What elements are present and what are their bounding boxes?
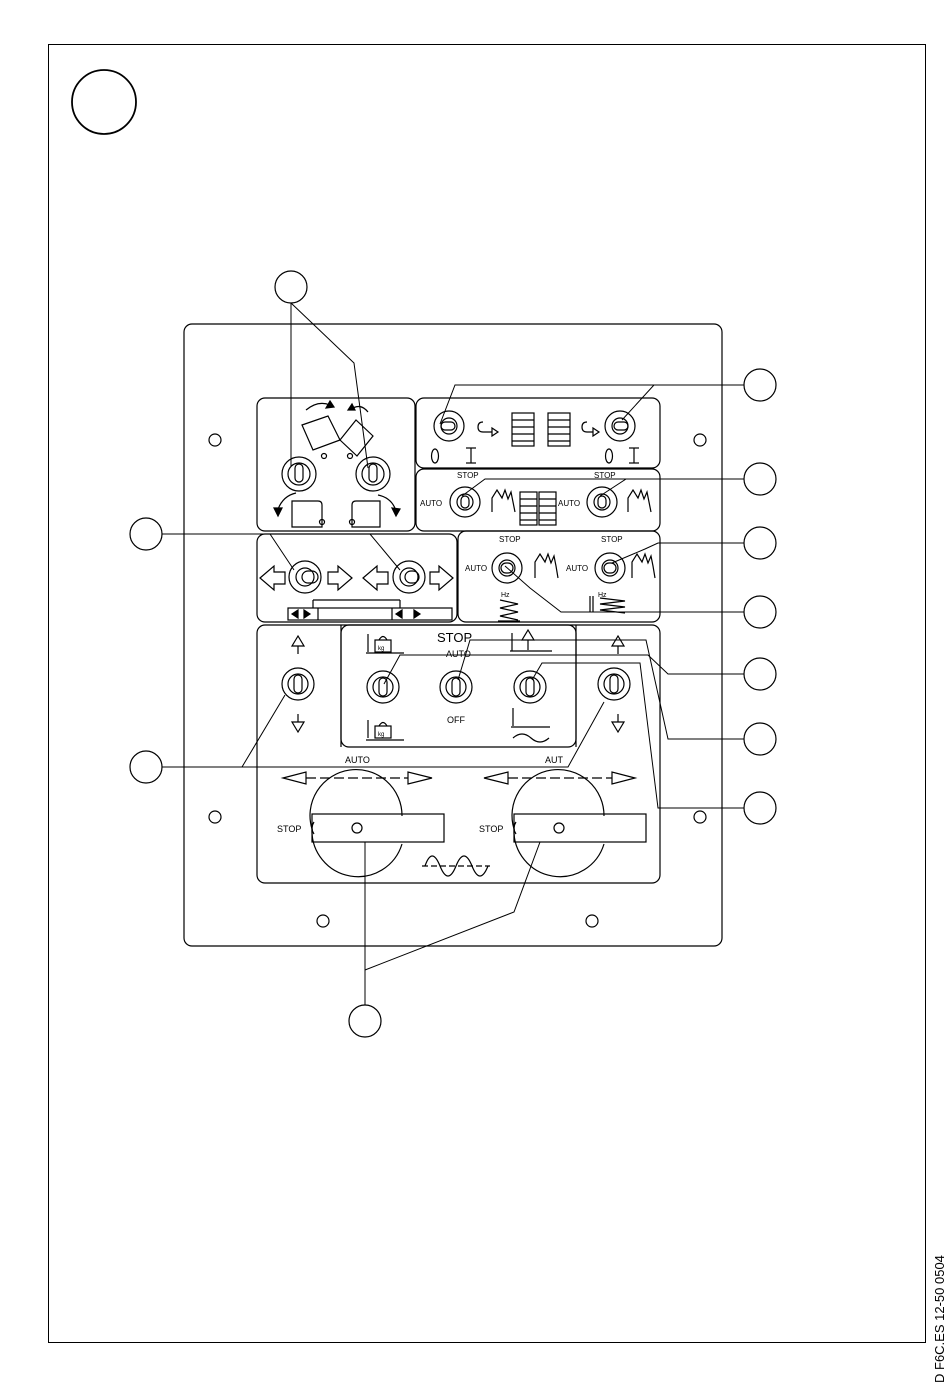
arrow-up-icon — [612, 636, 624, 654]
mount-hole — [209, 811, 221, 823]
auto-label: AUTO — [446, 649, 471, 659]
callout-bubble — [744, 723, 776, 755]
vibration-symbol — [498, 600, 520, 621]
hand-icon — [492, 490, 515, 512]
callout-bubble — [744, 596, 776, 628]
hand-icon — [535, 554, 558, 578]
arrow-left-icon — [260, 566, 285, 590]
document-reference: D F6C.ES 12-50 0504 — [932, 1255, 947, 1383]
stop-label: STOP — [277, 824, 301, 834]
stop-label: STOP — [479, 824, 503, 834]
stop-label: STOP — [437, 630, 472, 645]
hand-icon — [632, 554, 655, 578]
rotary-selector[interactable] — [512, 770, 646, 877]
stop-label: STOP — [499, 535, 521, 544]
callout-bubble — [744, 527, 776, 559]
hz-label: Hz — [598, 592, 607, 599]
zero-symbol — [432, 449, 439, 463]
toggle-switch[interactable] — [367, 671, 399, 703]
selector-switch[interactable] — [587, 487, 617, 517]
off-label: OFF — [447, 715, 465, 725]
section-lateral — [257, 534, 457, 622]
stop-label: STOP — [457, 471, 479, 480]
toggle-switch[interactable] — [598, 668, 630, 700]
arrow-right-icon — [328, 566, 352, 590]
toggle-switch[interactable] — [282, 457, 316, 491]
stop-label: STOP — [594, 471, 616, 480]
selector-switch[interactable] — [393, 561, 425, 593]
toggle-switch[interactable] — [514, 671, 546, 703]
auger-symbol — [422, 856, 490, 876]
one-symbol — [466, 448, 476, 463]
callout-bubble — [349, 1005, 381, 1037]
weight-icon — [366, 720, 404, 740]
rotary-selector[interactable] — [310, 770, 444, 877]
mount-hole — [586, 915, 598, 927]
mount-hole — [317, 915, 329, 927]
zero-symbol — [606, 449, 613, 463]
ground-icon — [511, 708, 550, 742]
weight-icon — [366, 634, 404, 653]
callout-bubble — [130, 751, 162, 783]
auto-label: AUTO — [420, 499, 442, 508]
stop-label: STOP — [601, 535, 623, 544]
callout-bubble — [744, 369, 776, 401]
section-conveyor-auto — [416, 469, 660, 531]
one-symbol — [629, 448, 639, 463]
selector-switch[interactable] — [289, 561, 321, 593]
mount-hole — [694, 811, 706, 823]
conveyor-symbol — [478, 413, 599, 446]
width-indicator — [288, 600, 452, 620]
auto-label: AUTO — [558, 499, 580, 508]
auto-label: AUTO — [465, 564, 487, 573]
auto-label: AUTO — [345, 755, 370, 765]
kg-label: kg — [378, 646, 384, 652]
selector-switch[interactable] — [434, 411, 464, 441]
hz-label: Hz — [501, 592, 510, 599]
toggle-switch[interactable] — [440, 671, 472, 703]
callout-bubble — [275, 271, 307, 303]
toggle-switch[interactable] — [356, 457, 390, 491]
mount-hole — [209, 434, 221, 446]
kg-label: kg — [378, 732, 384, 738]
section-lower — [257, 625, 660, 883]
section-vibration — [458, 531, 660, 622]
arrow-up-icon — [292, 636, 304, 654]
callout-bubble — [744, 463, 776, 495]
vibration-symbol — [590, 596, 625, 613]
toggle-switch[interactable] — [282, 668, 314, 700]
callout-bubble — [130, 518, 162, 550]
selector-switch[interactable] — [605, 411, 635, 441]
arrow-down-icon — [612, 714, 624, 732]
box-symbol — [274, 493, 400, 527]
mount-hole — [694, 434, 706, 446]
arrow-right-icon — [430, 566, 453, 590]
conveyor-symbol — [520, 492, 556, 525]
auto-label: AUTO — [566, 564, 588, 573]
selector-switch[interactable] — [450, 487, 480, 517]
auto-label-partial: AUT — [545, 755, 564, 765]
callout-bubble — [744, 658, 776, 690]
selector-switch[interactable] — [595, 553, 625, 583]
figure-number-bubble — [72, 70, 136, 134]
rotation-symbol — [302, 401, 373, 459]
hand-icon — [628, 490, 651, 512]
arrow-down-icon — [292, 714, 304, 732]
arrow-left-icon — [363, 566, 388, 590]
callout-bubble — [744, 792, 776, 824]
